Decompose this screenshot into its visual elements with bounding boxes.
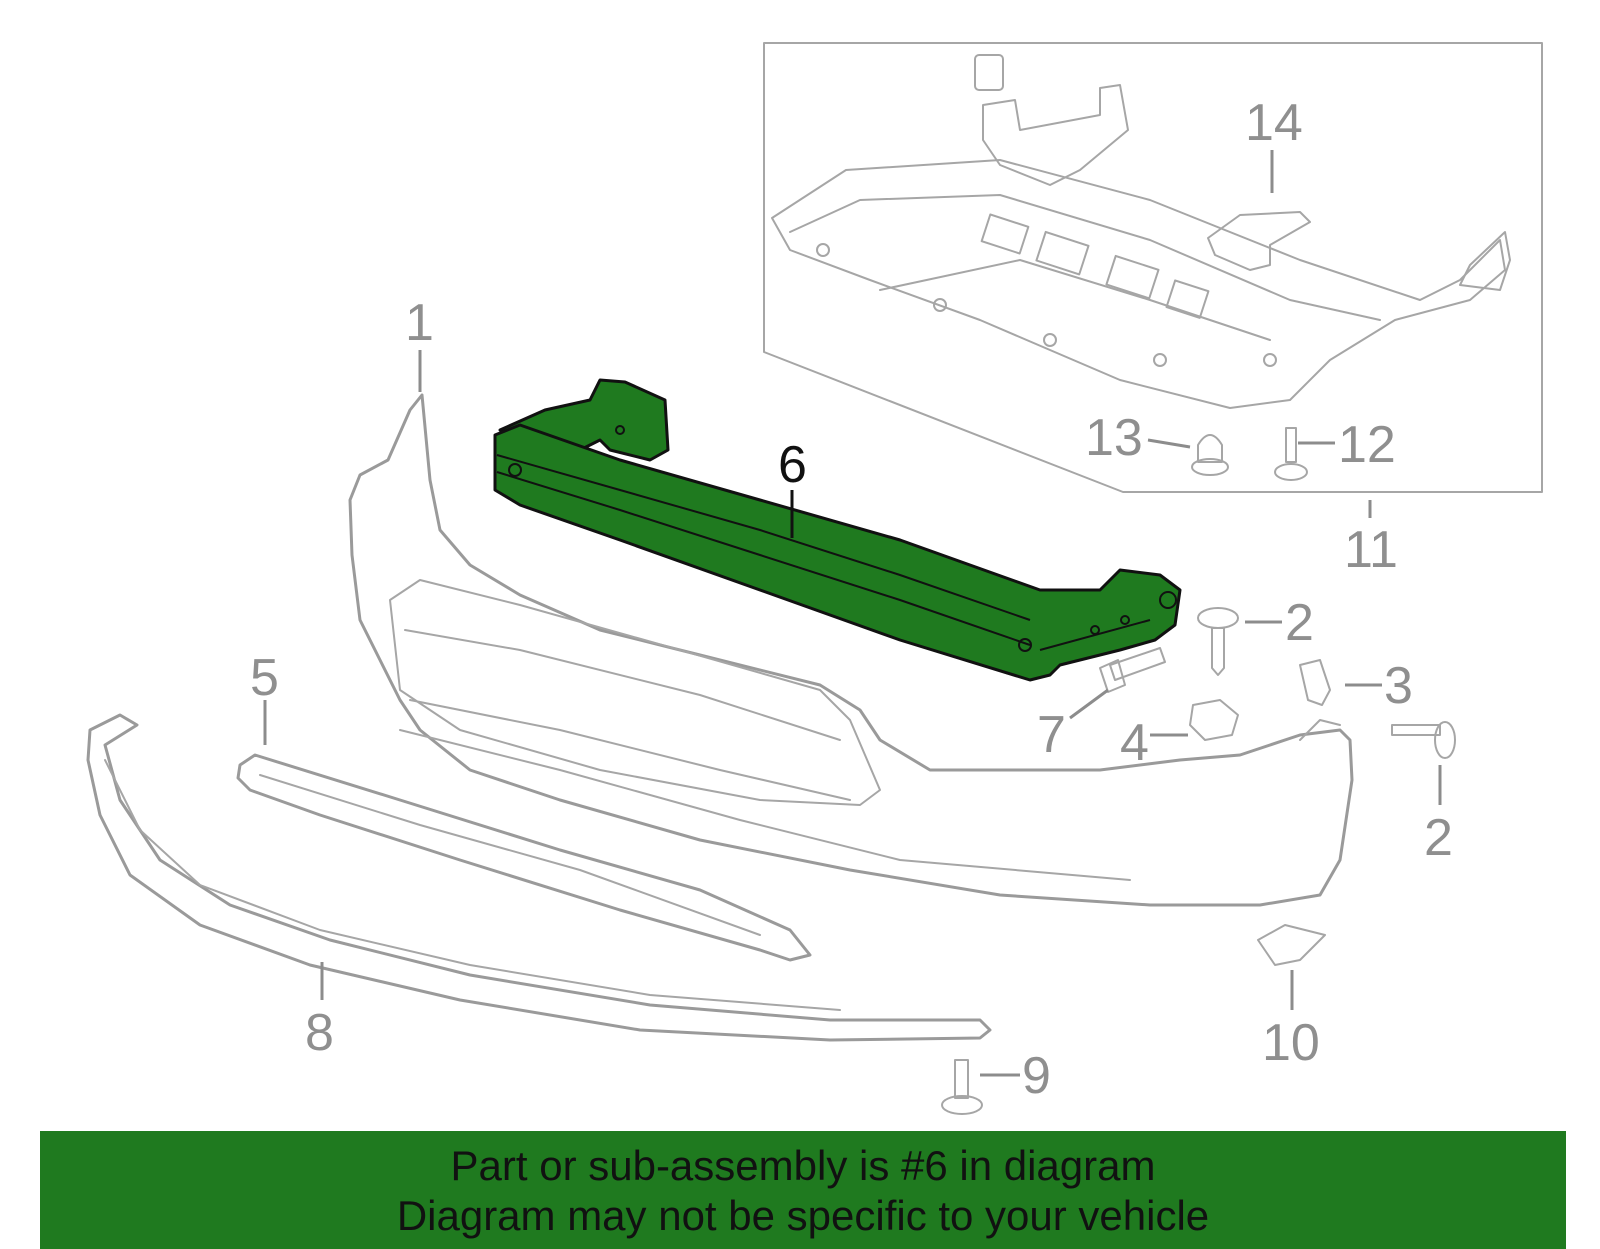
lower-valance-8 bbox=[86, 713, 992, 1042]
parts-diagram: 1 14 13 12 11 2 3 4 7 2 5 8 9 10 6 bbox=[86, 42, 1543, 1115]
callout-1: 1 bbox=[405, 294, 434, 352]
callout-12: 12 bbox=[1338, 416, 1396, 474]
callout-2-upper: 2 bbox=[1285, 594, 1314, 652]
impact-bar-6 bbox=[493, 378, 1182, 682]
callout-6: 6 bbox=[778, 436, 807, 494]
callout-8: 8 bbox=[305, 1004, 334, 1062]
callout-7: 7 bbox=[1037, 706, 1066, 764]
callout-11: 11 bbox=[1344, 521, 1398, 579]
callout-labels: 1 14 13 12 11 2 3 4 7 2 5 8 9 10 6 bbox=[250, 94, 1453, 1105]
callout-3: 3 bbox=[1384, 657, 1413, 715]
info-banner: Part or sub-assembly is #6 in diagram Di… bbox=[40, 1131, 1566, 1249]
callout-2-right: 2 bbox=[1424, 809, 1453, 867]
callout-10: 10 bbox=[1262, 1014, 1320, 1072]
callout-5: 5 bbox=[250, 649, 279, 707]
callout-4: 4 bbox=[1120, 714, 1149, 772]
banner-line-1: Part or sub-assembly is #6 in diagram bbox=[450, 1142, 1156, 1189]
callout-13: 13 bbox=[1085, 409, 1143, 467]
fasteners bbox=[941, 607, 1456, 1115]
callout-9: 9 bbox=[1022, 1047, 1051, 1105]
skid-plate-inset bbox=[763, 42, 1543, 493]
lower-strip-5 bbox=[236, 753, 812, 962]
banner-line-2: Diagram may not be specific to your vehi… bbox=[396, 1192, 1210, 1239]
leader-lines bbox=[263, 150, 1442, 1077]
callout-14: 14 bbox=[1245, 94, 1303, 152]
bumper-fascia bbox=[348, 393, 1354, 907]
